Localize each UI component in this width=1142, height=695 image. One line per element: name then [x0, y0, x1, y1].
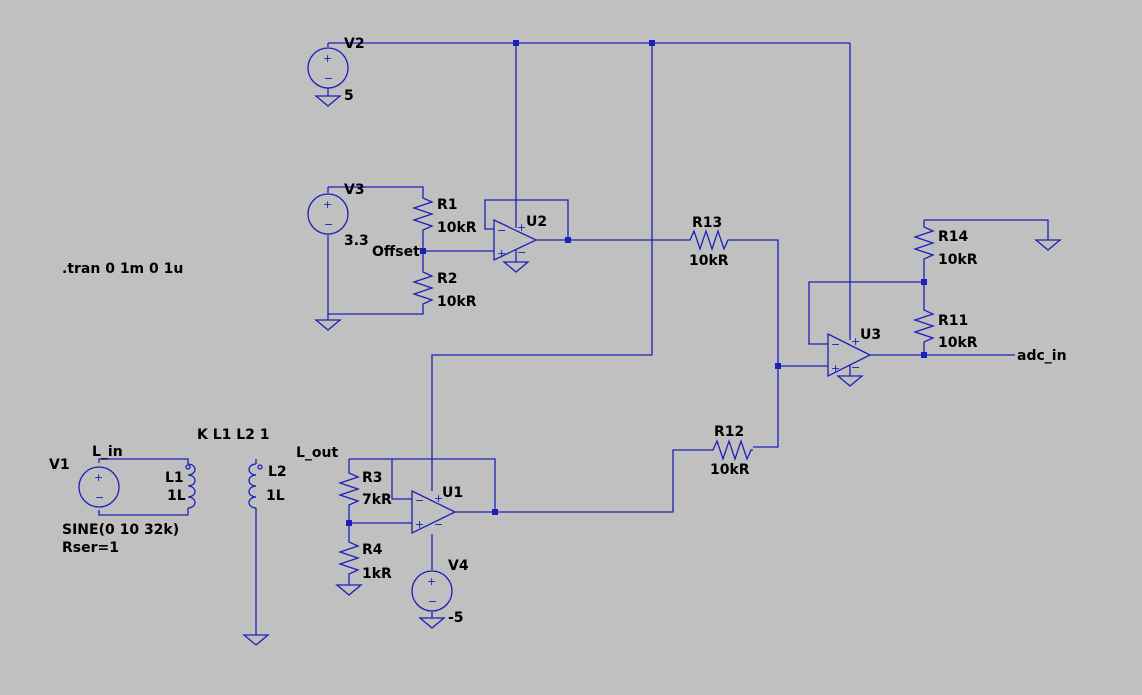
svg-text:+: +	[517, 221, 526, 234]
u2-name: U2	[526, 214, 547, 230]
resistor-r4[interactable]: R4 1kR	[337, 538, 392, 582]
svg-text:+: +	[851, 335, 860, 348]
svg-text:+: +	[94, 471, 103, 484]
svg-text:−: −	[831, 338, 840, 351]
svg-text:−: −	[428, 595, 437, 608]
coupling-directive[interactable]: K L1 L2 1	[197, 427, 270, 443]
svg-text:−: −	[497, 224, 506, 237]
v3-value: 3.3	[344, 233, 369, 249]
l2-value: 1L	[266, 488, 285, 504]
svg-text:+: +	[323, 198, 332, 211]
r14-value: 10kR	[938, 252, 978, 268]
voltage-source-v3[interactable]: + − V3 3.3	[307, 182, 369, 249]
opamp-u1[interactable]: − + + − U1	[411, 485, 463, 535]
r13-name: R13	[692, 215, 722, 231]
net-label-offset[interactable]: Offset	[372, 244, 420, 260]
v3-name: V3	[344, 182, 365, 198]
u3-name: U3	[860, 327, 881, 343]
v4-name: V4	[448, 558, 469, 574]
opamp-u3[interactable]: − + + − U3	[827, 327, 881, 387]
svg-text:+: +	[415, 518, 424, 531]
l1-name: L1	[165, 470, 184, 486]
r12-name: R12	[714, 424, 744, 440]
resistor-r13[interactable]: R13 10kR	[686, 215, 730, 269]
ground-v3-icon	[314, 319, 342, 331]
ground-r4-icon	[335, 584, 363, 596]
resistor-r14[interactable]: R14 10kR	[912, 222, 978, 268]
resistor-r2[interactable]: R2 10kR	[411, 267, 477, 310]
r1-value: 10kR	[437, 220, 477, 236]
r4-value: 1kR	[362, 566, 392, 582]
r14-name: R14	[938, 229, 969, 245]
svg-text:−: −	[517, 246, 526, 259]
net-label-l-in[interactable]: L_in	[92, 444, 123, 460]
l2-name: L2	[268, 464, 287, 480]
svg-text:+: +	[434, 492, 443, 505]
inductor-l2[interactable]: L2 1L	[248, 463, 287, 509]
svg-text:−: −	[95, 491, 104, 504]
voltage-source-v2[interactable]: + − V2 5	[307, 36, 365, 107]
svg-text:+: +	[497, 247, 506, 260]
resistor-r12[interactable]: R12 10kR	[709, 424, 753, 478]
junctions	[346, 40, 927, 526]
r3-name: R3	[362, 470, 383, 486]
v2-name: V2	[344, 36, 365, 52]
wires	[98, 42, 1049, 635]
net-label-l-out[interactable]: L_out	[296, 445, 339, 461]
v4-value: -5	[448, 610, 464, 626]
ground-l2-icon	[242, 634, 270, 646]
ground-r14-icon	[1034, 239, 1062, 251]
r4-name: R4	[362, 542, 383, 558]
svg-text:−: −	[434, 518, 443, 531]
u1-name: U1	[442, 485, 463, 501]
resistor-r1[interactable]: R1 10kR	[411, 194, 477, 236]
r3-value: 7kR	[362, 492, 392, 508]
spice-directive[interactable]: .tran 0 1m 0 1u	[62, 261, 183, 277]
svg-text:−: −	[324, 72, 333, 85]
svg-text:+: +	[323, 52, 332, 65]
v1-value: SINE(0 10 32k)	[62, 522, 179, 538]
r13-value: 10kR	[689, 253, 729, 269]
r1-name: R1	[437, 197, 458, 213]
r12-value: 10kR	[710, 462, 750, 478]
voltage-source-v1[interactable]: + − V1 SINE(0 10 32k) Rser=1	[49, 457, 179, 556]
opamp-u2[interactable]: − + + − U2	[493, 214, 547, 273]
r11-value: 10kR	[938, 335, 978, 351]
v1-rser: Rser=1	[62, 540, 119, 556]
svg-text:−: −	[851, 361, 860, 374]
resistor-r3[interactable]: R3 7kR	[337, 469, 392, 508]
svg-text:−: −	[415, 494, 424, 507]
svg-text:+: +	[427, 575, 436, 588]
net-label-adc-in[interactable]: adc_in	[1017, 348, 1067, 364]
l1-value: 1L	[167, 488, 186, 504]
v2-value: 5	[344, 88, 354, 104]
resistor-r11[interactable]: R11 10kR	[912, 305, 978, 351]
voltage-source-v4[interactable]: + − V4 -5	[411, 558, 469, 629]
r11-name: R11	[938, 313, 968, 329]
svg-text:−: −	[324, 218, 333, 231]
inductor-l1[interactable]: L1 1L	[165, 463, 196, 509]
r2-value: 10kR	[437, 294, 477, 310]
v1-name: V1	[49, 457, 70, 473]
svg-text:+: +	[831, 362, 840, 375]
r2-name: R2	[437, 271, 458, 287]
